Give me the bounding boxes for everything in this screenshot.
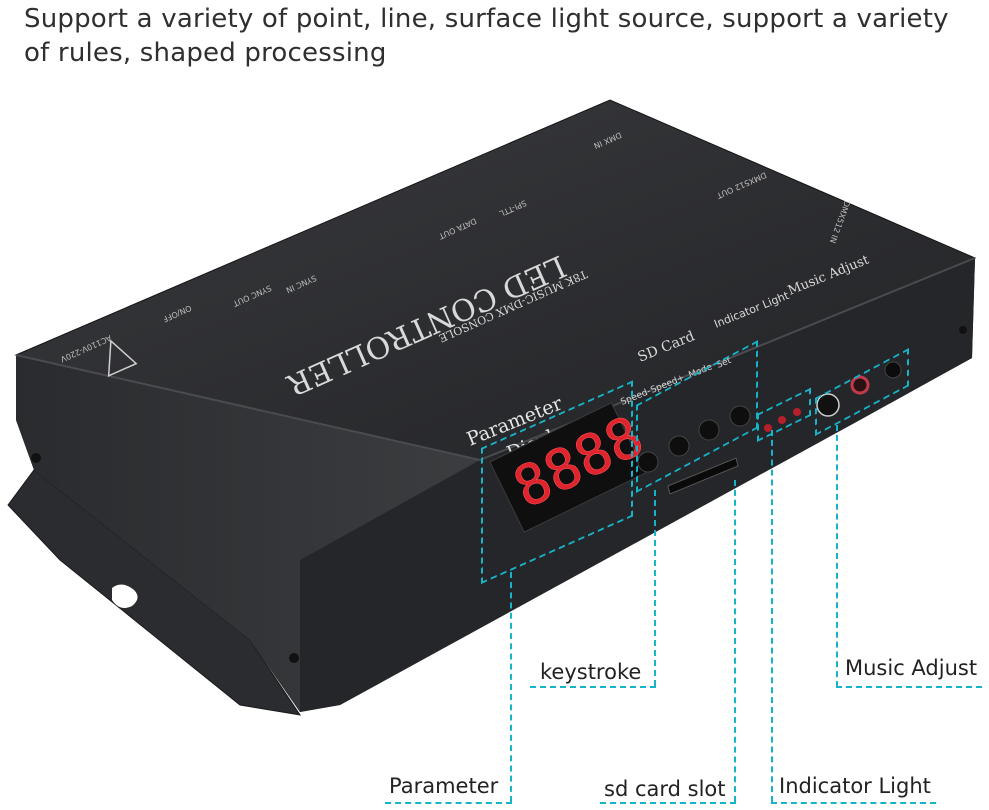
sd-card-slot [667, 457, 739, 495]
music-underline [836, 686, 982, 688]
callout-indicator-light: Indicator Light [779, 774, 931, 798]
callout-parameter: Parameter [389, 774, 499, 798]
callout-keystroke: keystroke [540, 660, 642, 684]
button-mode [698, 419, 720, 441]
button-set [729, 405, 751, 427]
keystroke-buttons [637, 405, 751, 473]
device-front-panel [300, 258, 975, 712]
indicator-underline [771, 802, 936, 804]
parameter-leader [510, 572, 512, 802]
indicator-leader [771, 430, 773, 802]
flange-slot [112, 584, 138, 608]
keystroke-underline [530, 686, 656, 688]
callout-music-adjust: Music Adjust [845, 656, 978, 680]
callout-sd-card-slot: sd card slot [604, 777, 726, 801]
screw [289, 653, 299, 663]
screw [959, 326, 967, 334]
headline: Support a variety of point, line, surfac… [24, 4, 949, 68]
sd-underline [600, 802, 736, 804]
indicator-status [778, 416, 786, 424]
mic-in-jack [816, 393, 840, 417]
screw [31, 453, 41, 463]
warning-triangle [107, 339, 138, 377]
button-speed-plus [668, 435, 690, 457]
button-speed-minus [637, 451, 659, 473]
indicator-power [764, 424, 772, 432]
indicator-lights [764, 408, 801, 432]
indicator-sync [793, 408, 801, 416]
sense-knob [884, 361, 902, 379]
music-adjust-jacks [816, 361, 902, 417]
aux-in-jack [850, 375, 870, 395]
keystroke-leader [654, 490, 656, 686]
sd-leader [734, 480, 736, 802]
parameter-underline [385, 802, 512, 804]
music-leader [836, 425, 838, 687]
device-left-side [16, 355, 480, 712]
